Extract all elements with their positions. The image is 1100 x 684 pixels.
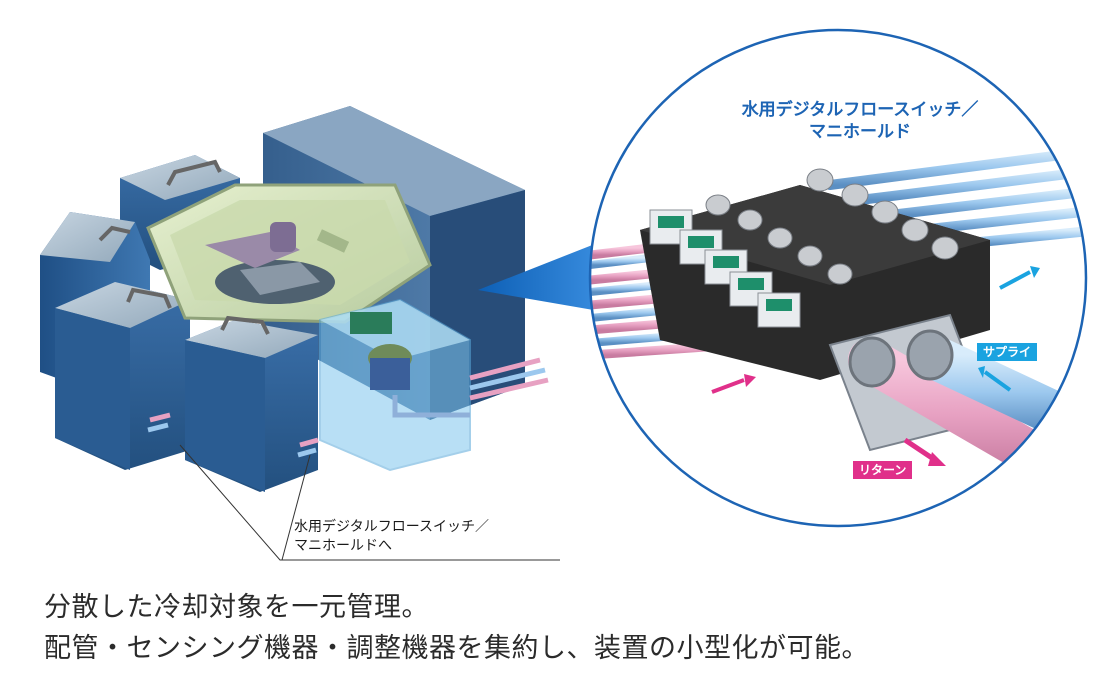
circle-title-line1: 水用デジタルフロースイッチ／	[741, 100, 979, 120]
caption-line2: 配管・センシング機器・調整機器を集約し、装置の小型化が可能。	[44, 633, 869, 664]
valve-knobs	[705, 168, 959, 285]
flow-switch-units	[649, 209, 801, 328]
manifold-box	[319, 298, 471, 472]
return-badge: リターン	[853, 461, 913, 479]
cabinet-front-left	[55, 282, 190, 470]
callout-lines	[179, 444, 560, 561]
box-pipes	[147, 357, 549, 458]
zoom-beam	[478, 240, 605, 312]
process-chamber	[146, 183, 432, 324]
cabinet-front-center	[185, 315, 318, 492]
caption-line1: 分散した冷却対象を一元管理。	[44, 592, 429, 623]
supply-badge: サプライ	[977, 343, 1038, 361]
circle-title-line2: マニホールド	[809, 122, 911, 142]
zoom-circle-border	[588, 28, 1088, 528]
callout-line1: 水用デジタルフロースイッチ／	[294, 519, 490, 535]
manifold-closeup	[590, 145, 1086, 492]
callout-line2: マニホールドへ	[294, 538, 392, 554]
